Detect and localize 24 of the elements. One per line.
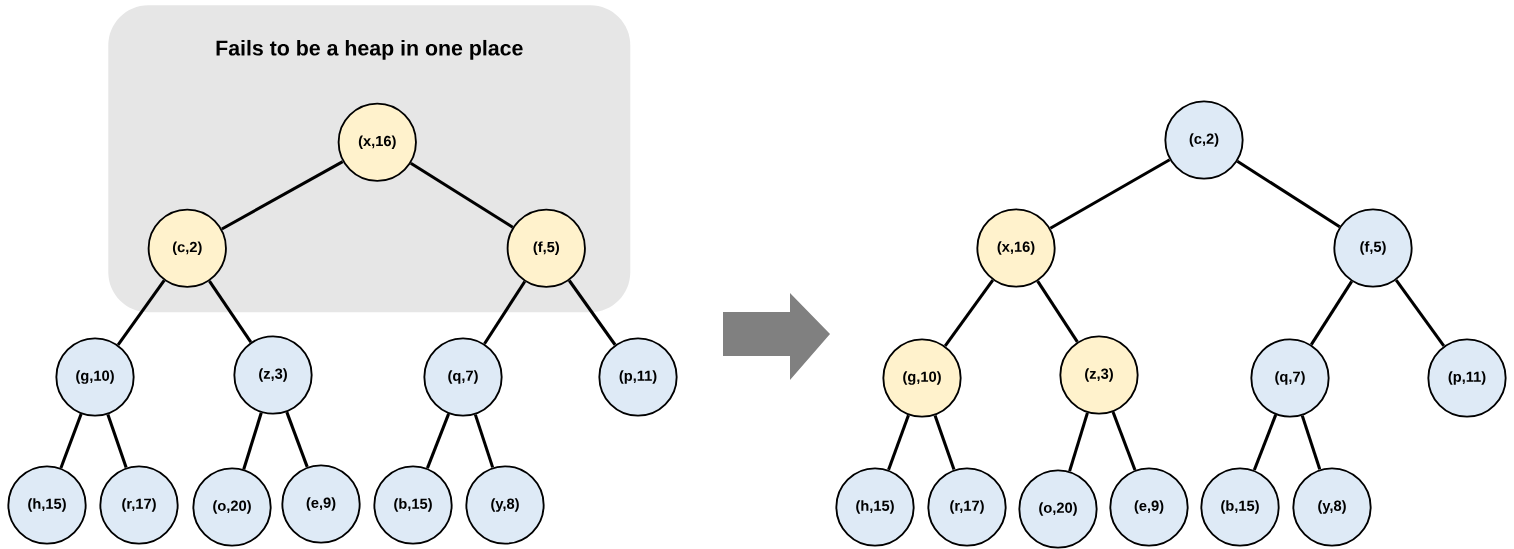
tree-edge — [473, 414, 495, 468]
tree-edge — [221, 160, 344, 231]
tree-edge — [410, 162, 514, 229]
tree-edge — [1068, 412, 1089, 472]
tree-edge — [568, 279, 617, 346]
tree-edge — [1236, 160, 1341, 228]
tree-edge — [1036, 280, 1079, 343]
tree-edge — [1310, 280, 1353, 346]
tree-edge — [59, 413, 83, 469]
tree-edge — [116, 279, 166, 346]
tree-edge — [1252, 414, 1278, 471]
tree-edge — [1049, 158, 1171, 230]
tree-edge — [483, 280, 527, 345]
tree-edge — [1300, 415, 1322, 470]
tree-edge — [1394, 279, 1446, 347]
tree-edge — [933, 414, 956, 471]
tree-edge — [887, 414, 910, 471]
tree-edge — [285, 411, 309, 468]
tree-edge — [1111, 411, 1137, 471]
tree-edge — [208, 280, 253, 344]
tree-edge — [426, 413, 451, 469]
tree-edge — [242, 412, 263, 470]
tree-edge — [943, 279, 995, 347]
tree-edge — [106, 413, 128, 469]
